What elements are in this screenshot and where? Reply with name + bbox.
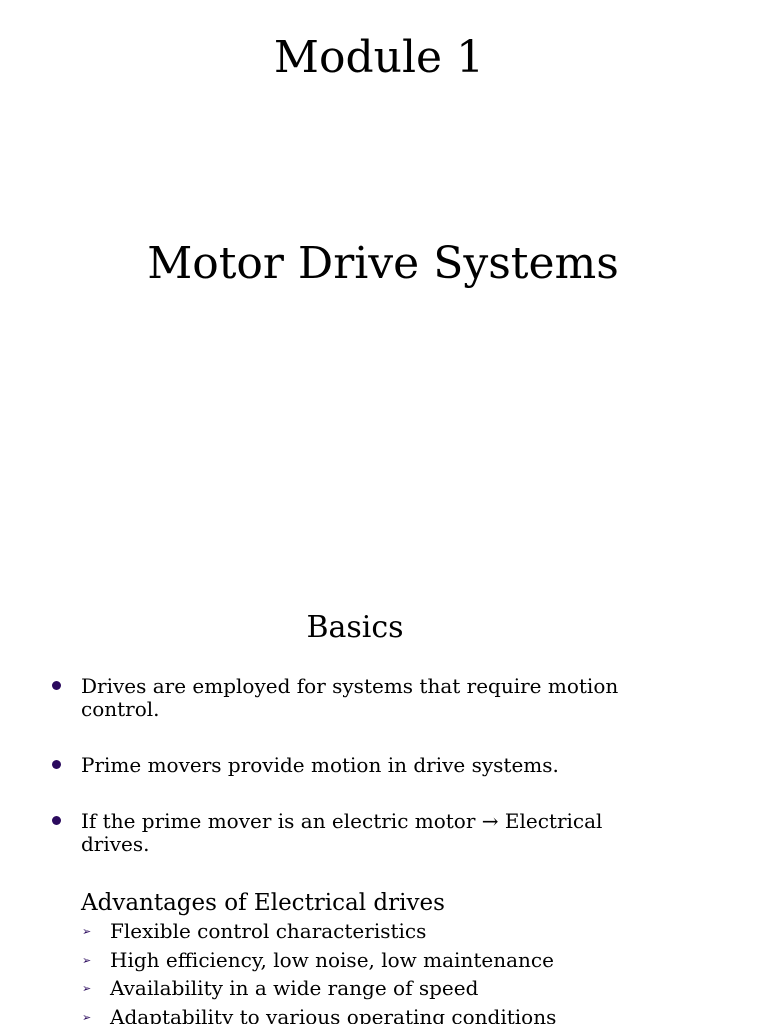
- arrowhead-bullet-icon: ➢: [82, 953, 92, 967]
- bullet-text: Prime movers provide motion in drive sys…: [81, 753, 559, 777]
- advantage-label: Availability in a wide range of speed: [110, 976, 479, 1000]
- arrowhead-bullet-icon: ➢: [82, 982, 92, 995]
- arrowhead-bullet-icon: ➢: [82, 925, 92, 938]
- round-bullet-icon: [52, 760, 61, 769]
- round-bullet-icon: [52, 816, 61, 825]
- advantage-label: High efficiency, low noise, low maintena…: [110, 947, 554, 972]
- section-heading-basics: Basics: [306, 610, 404, 645]
- bullet-text: Drives are employed for systems that req…: [81, 674, 619, 721]
- list-item: ➢ Adaptability to various operating cond…: [81, 1005, 721, 1024]
- arrowhead-bullet-icon: ➢: [82, 1010, 92, 1024]
- round-bullet-icon: [52, 681, 61, 690]
- advantages-list: ➢ Flexible control characteristics ➢ Hig…: [81, 919, 721, 1024]
- module-title: Module 1: [273, 32, 485, 83]
- list-item: ➢ High efficiency, low noise, low mainte…: [81, 948, 721, 977]
- advantage-label: Flexible control characteristics: [110, 919, 427, 943]
- list-item: ➢ Flexible control characteristics: [81, 919, 721, 948]
- bullet-text: If the prime mover is an electric motor …: [81, 809, 603, 856]
- advantage-label: Adaptability to various operating condit…: [110, 1004, 557, 1024]
- advantages-heading: Advantages of Electrical drives: [81, 890, 445, 916]
- main-title: Motor Drive Systems: [147, 238, 619, 289]
- list-item: ➢ Availability in a wide range of speed: [81, 976, 721, 1005]
